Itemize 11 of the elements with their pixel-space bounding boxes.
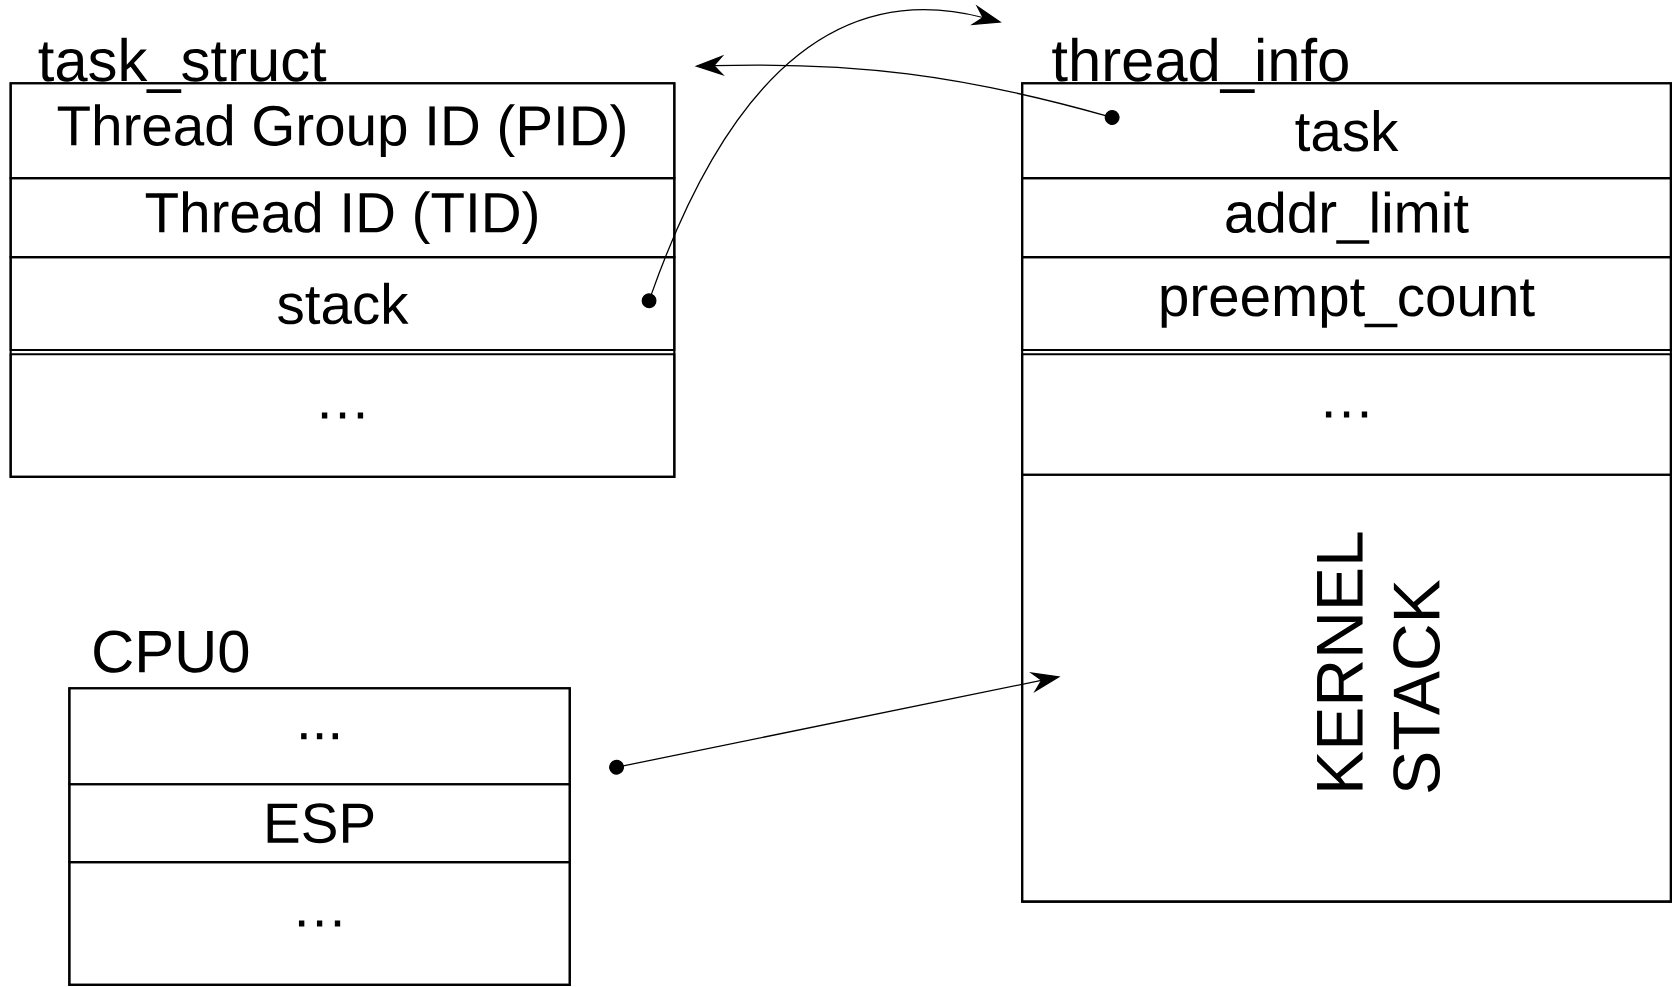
table-row: … — [1021, 353, 1672, 476]
table-row: stack — [9, 256, 676, 352]
node-label: CPU0 — [94, 630, 249, 673]
table-row: addr_limit — [1021, 177, 1672, 259]
table-row: preempt_count — [1021, 256, 1672, 352]
table-row: ... — [68, 687, 571, 786]
table-row: … — [9, 353, 676, 479]
table-row: Thread ID (TID) — [9, 177, 676, 259]
table-row: … — [68, 861, 571, 986]
table-row: KERNEL STACK — [1021, 473, 1672, 903]
table-row: ESP — [68, 783, 571, 864]
